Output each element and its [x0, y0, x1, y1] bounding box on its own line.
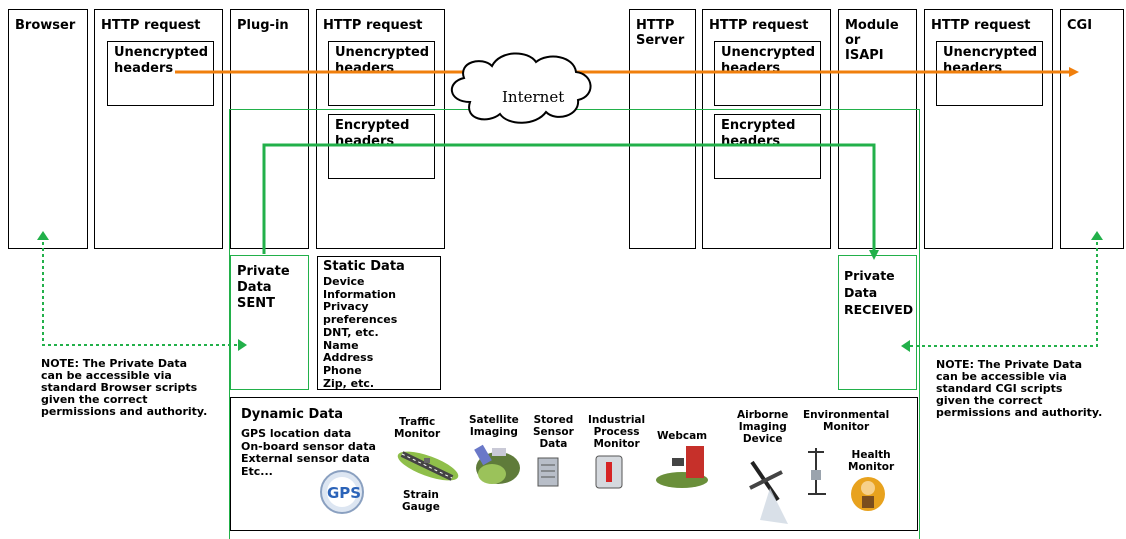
cgi-title: CGI [1067, 18, 1093, 33]
private-data-received-box: Private Data RECEIVED [838, 255, 917, 390]
dynamic-data-items: GPS location data On-board sensor data E… [241, 427, 376, 478]
encrypted-flow-line [262, 143, 879, 260]
health-monitor-label: Health Monitor [848, 449, 895, 473]
static-data-box: Static Data Device Information Privacy p… [317, 256, 441, 390]
cgi-column: CGI [1060, 9, 1124, 249]
stored-sensor-data-label: Stored Sensor Data [533, 414, 574, 450]
airborne-imaging-device-label: Airborne Imaging Device [737, 409, 789, 445]
webcam-label: Webcam [657, 430, 708, 442]
http-server-column: HTTP Server [629, 9, 696, 249]
stored-sensor-data-icon [537, 457, 559, 487]
module-title: Module or ISAPI [845, 18, 899, 63]
strain-gauge-label: Strain Gauge [402, 489, 440, 513]
plugin-title: Plug-in [237, 18, 289, 33]
cgi-note: NOTE: The Private Data can be accessible… [936, 358, 1103, 419]
http-request-title-4: HTTP request [931, 18, 1031, 33]
http-request-title-3: HTTP request [709, 18, 809, 33]
gps-icon: GPS [320, 470, 364, 514]
internet-label: Internet [502, 88, 564, 106]
traffic-monitor-label: Traffic Monitor [394, 416, 441, 440]
private-data-sent-label: Private Data SENT [237, 264, 290, 311]
health-monitor-icon [851, 477, 885, 511]
plugin-column: Plug-in [230, 9, 309, 249]
environmental-monitor-icon [808, 448, 826, 495]
industrial-process-monitor-label: Industrial Process Monitor [588, 414, 646, 450]
cgi-access-arrow-left [901, 340, 910, 352]
svg-text:GPS: GPS [327, 484, 361, 502]
browser-title: Browser [15, 18, 76, 33]
http-request-title-2: HTTP request [323, 18, 423, 33]
browser-access-arrow-right [238, 339, 247, 351]
airborne-imaging-device-icon [749, 460, 788, 524]
private-data-sent-box: Private Data SENT [230, 255, 309, 390]
http-request-title-1: HTTP request [101, 18, 201, 33]
environmental-monitor-label: Environmental Monitor [803, 409, 890, 433]
browser-access-arrow-up [37, 231, 49, 240]
private-data-received-label: Private Data RECEIVED [844, 268, 914, 317]
internet-cloud-icon [451, 52, 592, 124]
browser-column: Browser [8, 9, 88, 249]
satellite-imaging-icon [474, 444, 520, 484]
cgi-access-dotted-line [908, 236, 1098, 347]
module-column: Module or ISAPI [838, 9, 917, 249]
industrial-process-monitor-icon [595, 455, 623, 489]
static-data-title: Static Data [323, 259, 405, 274]
http-server-title: HTTP Server [636, 18, 685, 48]
webcam-icon [656, 446, 708, 488]
browser-note: NOTE: The Private Data can be accessible… [41, 357, 208, 418]
satellite-imaging-label: Satellite Imaging [469, 414, 519, 438]
static-data-items: Device Information Privacy preferences D… [323, 275, 398, 390]
cgi-access-arrow-up [1091, 231, 1103, 240]
browser-access-dotted-line [42, 236, 240, 346]
dynamic-data-title: Dynamic Data [241, 407, 344, 422]
traffic-monitor-icon [397, 451, 459, 481]
